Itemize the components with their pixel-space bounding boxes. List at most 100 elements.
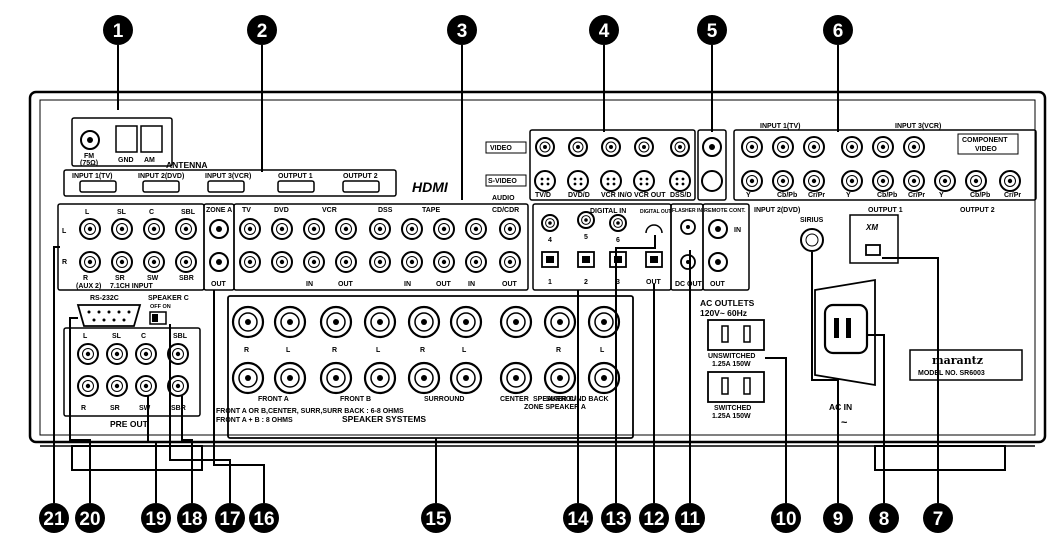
component-input-jack-3[interactable]	[803, 136, 825, 158]
video-jack-2[interactable]	[568, 137, 588, 157]
analog-jack-top-4[interactable]	[335, 218, 357, 240]
speaker-terminal-7-neg[interactable]	[499, 361, 533, 395]
speaker-terminal-4-neg[interactable]	[363, 361, 397, 395]
analog-jack-bottom-2[interactable]	[271, 251, 293, 273]
video-jack-1[interactable]	[535, 137, 555, 157]
speaker-terminal-8-pos[interactable]	[543, 305, 577, 339]
speaker-terminal-1-pos[interactable]	[231, 305, 265, 339]
component-input-jack-1[interactable]	[741, 136, 763, 158]
speaker-terminal-6-neg[interactable]	[449, 361, 483, 395]
switched-outlet[interactable]	[707, 371, 765, 403]
speaker-terminal-2-neg[interactable]	[273, 361, 307, 395]
speaker-terminal-7-pos[interactable]	[499, 305, 533, 339]
multi-in-jack-bottom-4[interactable]	[175, 251, 197, 273]
multi-in-jack-bottom-1[interactable]	[79, 251, 101, 273]
speaker-terminal-3-pos[interactable]	[319, 305, 353, 339]
analog-jack-bottom-1[interactable]	[239, 251, 261, 273]
multi-in-jack-top-3[interactable]	[143, 218, 165, 240]
pre-out-jack-bottom-2[interactable]	[106, 375, 128, 397]
sirius-port[interactable]	[800, 228, 824, 252]
svideo-jack-3[interactable]	[600, 170, 622, 192]
analog-jack-top-7[interactable]	[433, 218, 455, 240]
analog-jack-top-8[interactable]	[465, 218, 487, 240]
component-output-jack-9[interactable]	[999, 170, 1021, 192]
hdmi-input-2-port[interactable]	[142, 180, 180, 193]
hdmi-output-2-port[interactable]	[342, 180, 380, 193]
multi-in-jack-bottom-2[interactable]	[111, 251, 133, 273]
gnd-terminal[interactable]	[115, 125, 138, 153]
speaker-terminal-5-pos[interactable]	[407, 305, 441, 339]
svideo-monitor-out-jack[interactable]	[701, 170, 723, 192]
component-output-jack-2[interactable]	[772, 170, 794, 192]
ac-outlets-section: AC OUTLETS 120V~ 60Hz UNSWITCHED 1.25A 1…	[700, 298, 765, 420]
multi-in-jack-top-2[interactable]	[111, 218, 133, 240]
optical-port-4[interactable]	[645, 251, 663, 268]
pre-out-jack-top-2[interactable]	[106, 343, 128, 365]
analog-jack-bottom-8[interactable]	[465, 251, 487, 273]
analog-jack-bottom-7[interactable]	[433, 251, 455, 273]
component-output-jack-7[interactable]	[934, 170, 956, 192]
multi-in-jack-top-4[interactable]	[175, 218, 197, 240]
sb-sub-2: ZONE SPEAKER A	[524, 404, 586, 411]
svideo-jack-4[interactable]	[633, 170, 655, 192]
video-jack-3[interactable]	[601, 137, 621, 157]
speaker-terminal-2-pos[interactable]	[273, 305, 307, 339]
optical-port-1[interactable]	[541, 251, 559, 268]
hdmi-output-1-port[interactable]	[277, 180, 315, 193]
video-jack-4[interactable]	[634, 137, 654, 157]
hdmi-input-3-port[interactable]	[207, 180, 245, 193]
unswitched-outlet[interactable]	[707, 319, 765, 351]
svideo-jack-1[interactable]	[534, 170, 556, 192]
analog-jack-top-5[interactable]	[369, 218, 391, 240]
analog-jack-bottom-4[interactable]	[335, 251, 357, 273]
speaker-terminal-8-neg[interactable]	[543, 361, 577, 395]
analog-jack-bottom-3[interactable]	[303, 251, 325, 273]
pre-out-jack-bottom-1[interactable]	[77, 375, 99, 397]
component-input-jack-2[interactable]	[772, 136, 794, 158]
component-output-jack-1[interactable]	[741, 170, 763, 192]
component-input-jack-5[interactable]	[872, 136, 894, 158]
analog-jack-top-2[interactable]	[271, 218, 293, 240]
xm-port[interactable]	[865, 244, 881, 256]
component-input-jack-4[interactable]	[841, 136, 863, 158]
rs232c-port[interactable]	[76, 304, 142, 327]
pre-out-jack-bottom-4[interactable]	[167, 375, 189, 397]
am-terminal[interactable]	[140, 125, 163, 153]
pre-out-jack-top-3[interactable]	[135, 343, 157, 365]
analog-jack-bottom-9[interactable]	[499, 251, 521, 273]
component-output-jack-4[interactable]	[841, 170, 863, 192]
speaker-terminal-4-pos[interactable]	[363, 305, 397, 339]
pre-out-jack-top-1[interactable]	[77, 343, 99, 365]
hdmi-input-1-port[interactable]	[79, 180, 117, 193]
analog-jack-top-6[interactable]	[401, 218, 423, 240]
speaker-terminal-1-neg[interactable]	[231, 361, 265, 395]
multi-in-jack-bottom-3[interactable]	[143, 251, 165, 273]
component-output-jack-3[interactable]	[803, 170, 825, 192]
analog-jack-bottom-6[interactable]	[401, 251, 423, 273]
speaker-terminal-6-pos[interactable]	[449, 305, 483, 339]
optical-port-2[interactable]	[577, 251, 595, 268]
component-input-jack-6[interactable]	[903, 136, 925, 158]
analog-jack-bottom-5[interactable]	[369, 251, 391, 273]
digital-coax-1[interactable]	[541, 214, 559, 232]
component-output-jack-8[interactable]	[965, 170, 987, 192]
component-output-jack-6[interactable]	[903, 170, 925, 192]
multi-in-jack-top-1[interactable]	[79, 218, 101, 240]
svideo-jack-5[interactable]	[669, 170, 691, 192]
digital-coax-2[interactable]	[577, 211, 595, 229]
pre-out-jack-bottom-3[interactable]	[135, 375, 157, 397]
pre-out-jack-top-4[interactable]	[167, 343, 189, 365]
speaker-terminal-9-pos[interactable]	[587, 305, 621, 339]
video-jack-5[interactable]	[670, 137, 690, 157]
analog-jack-top-1[interactable]	[239, 218, 261, 240]
speaker-terminal-5-neg[interactable]	[407, 361, 441, 395]
component-output-jack-5[interactable]	[872, 170, 894, 192]
speaker-terminal-9-neg[interactable]	[587, 361, 621, 395]
optical-port-3[interactable]	[609, 251, 627, 268]
analog-jack-top-9[interactable]	[499, 218, 521, 240]
speaker-terminal-3-neg[interactable]	[319, 361, 353, 395]
analog-jack-top-3[interactable]	[303, 218, 325, 240]
svg-text:13: 13	[605, 509, 626, 530]
svideo-jack-2[interactable]	[567, 170, 589, 192]
digital-coax-3[interactable]	[609, 214, 627, 232]
